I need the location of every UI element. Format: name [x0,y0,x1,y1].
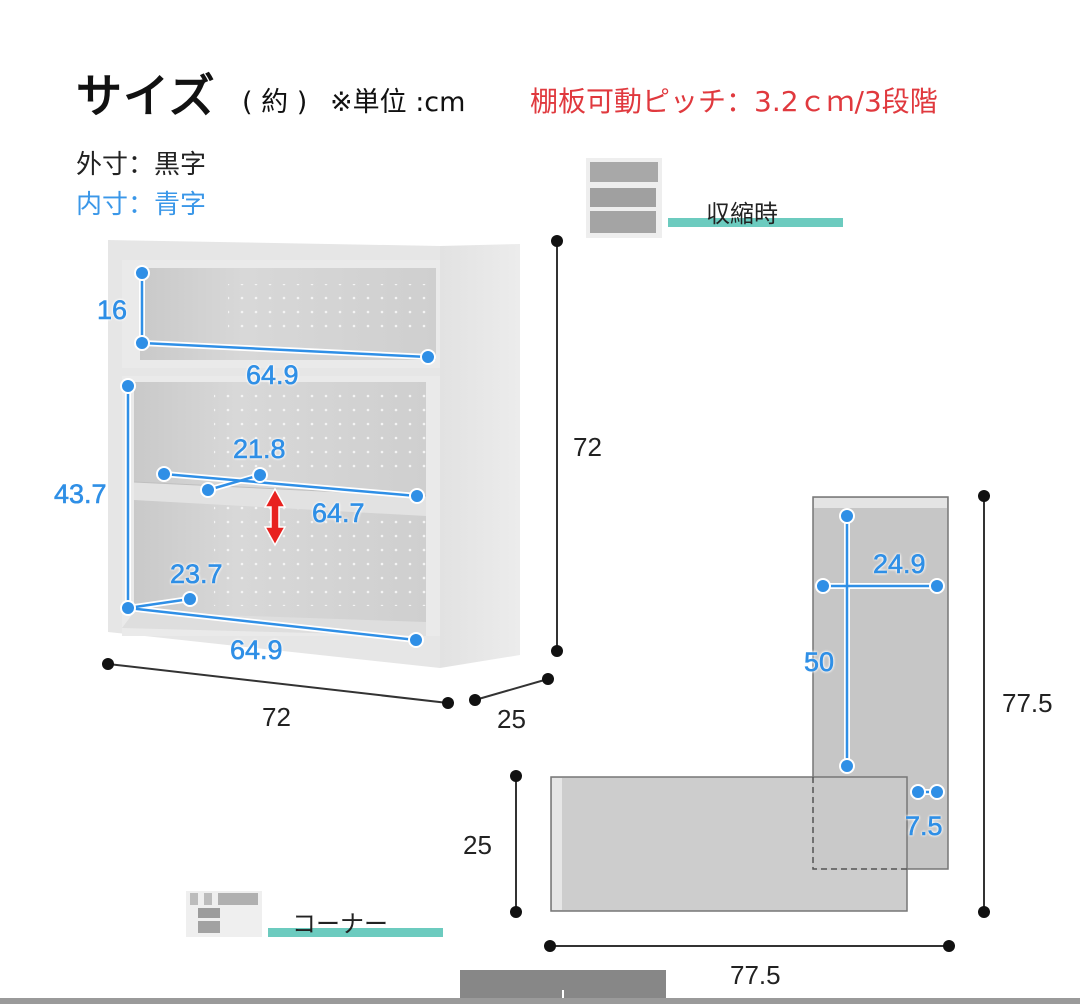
unit-note: ※単位 :cm [330,87,466,118]
collapsed-underline [668,218,843,227]
approx-label: ( 約 ) [242,87,308,118]
red-double-arrow-icon [263,487,287,547]
dim-bottom-width: 64.9 [230,635,283,666]
dim-lower-height: 43.7 [54,479,107,510]
dim-shelf-depth: 21.8 [233,434,286,465]
dim-outer-height: 72 [573,432,602,462]
inner-dimension-lines [126,273,429,642]
dim-corner-outer-height: 77.5 [1002,688,1053,718]
corner-plan-illustration [550,496,949,912]
page-title: サイズ [76,69,216,123]
legend-inner-dimensions: 内寸：青字 [76,190,207,220]
dim-corner-depth: 25 [463,830,492,860]
dim-outer-depth: 25 [497,704,526,734]
shelf-pitch-note: 棚板可動ピッチ：3.2ｃｍ/3段階 [530,85,938,118]
corner-shelf-thumbnail-icon [186,891,262,937]
dim-corner-overlap: 7.5 [905,811,943,842]
inner-dimension-endpoints [120,265,436,648]
dim-shelf-width: 64.7 [312,498,365,529]
collapsed-mode-label: 収縮時 [706,200,778,228]
dim-outer-width: 72 [262,702,291,732]
bottom-tab-indicator [562,990,564,1004]
dim-corner-inner-width: 24.9 [873,549,926,580]
dim-corner-inner-length: 50 [804,647,835,678]
corner-outer-dimension-endpoints [510,490,990,952]
outer-dimension-lines [107,241,558,704]
corner-inner-dimension-endpoints [815,508,945,800]
bottom-divider [0,998,1080,1004]
corner-mode-label: コーナー [292,910,388,938]
legend-outer-dimensions: 外寸：黒字 [76,150,207,180]
front-cabinet-illustration [108,240,520,668]
dim-corner-outer-width: 77.5 [730,960,781,990]
corner-outer-dimension-lines [515,496,985,947]
collapsed-shelf-thumbnail-icon [586,158,662,238]
dim-bottom-depth: 23.7 [170,559,223,590]
dim-top-width: 64.9 [246,360,299,391]
dim-top-height: 16 [97,295,128,326]
corner-underline [268,928,443,937]
outer-dimension-endpoints [102,235,563,709]
